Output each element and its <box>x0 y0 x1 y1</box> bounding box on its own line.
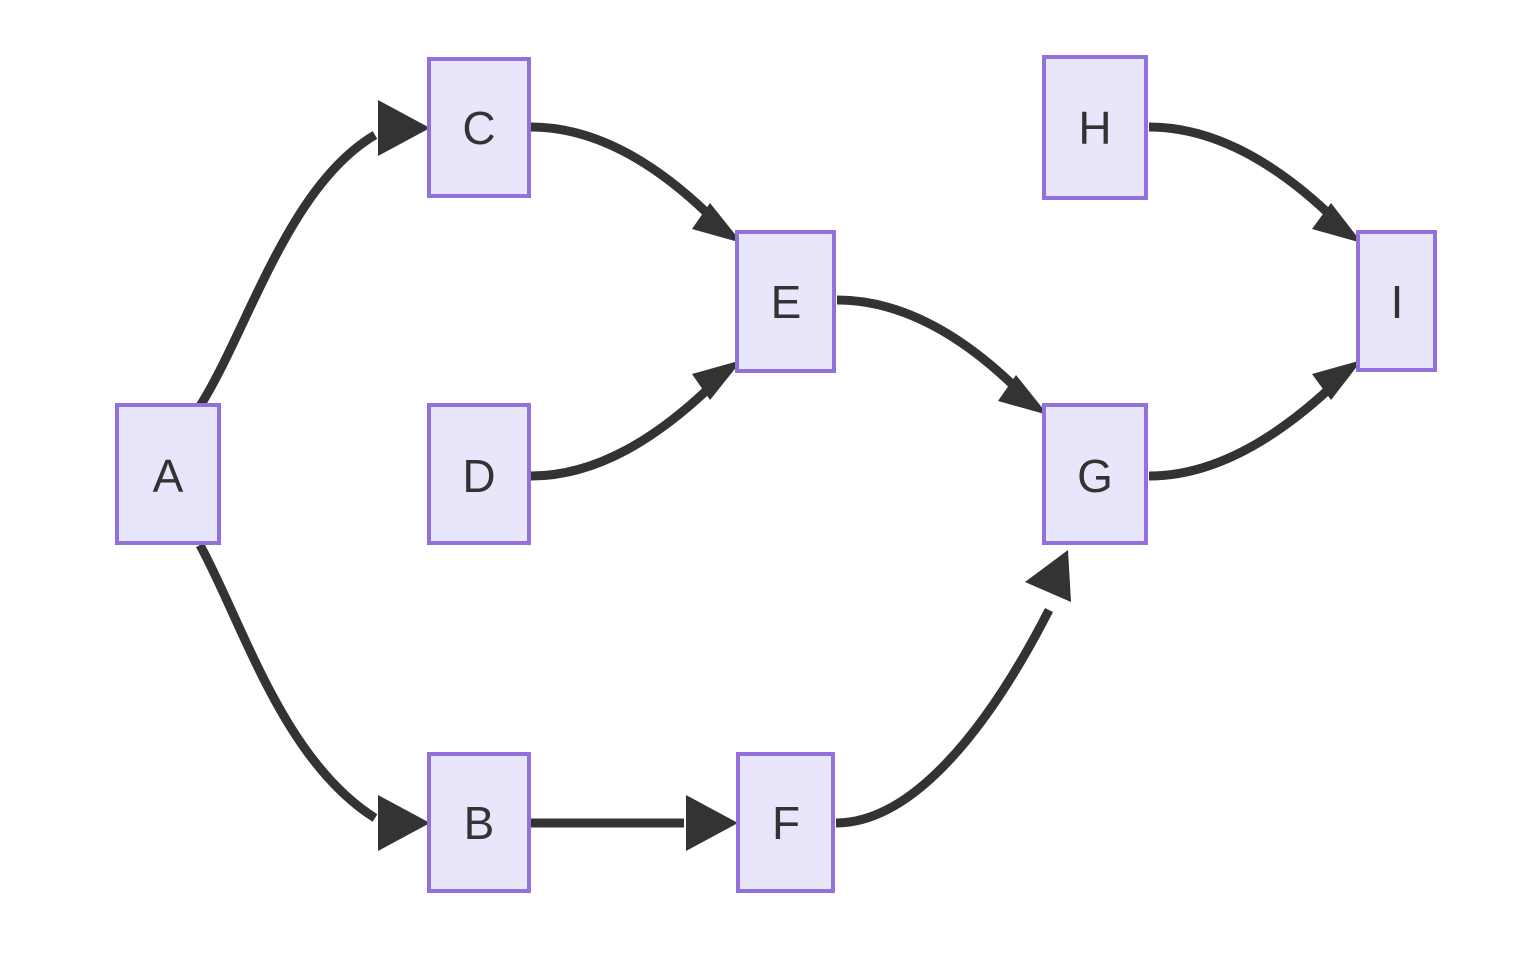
edge-f-to-g[interactable] <box>835 550 1071 828</box>
node-i[interactable]: I <box>1356 230 1437 372</box>
node-f[interactable]: F <box>736 752 835 893</box>
node-h[interactable]: H <box>1042 55 1148 200</box>
edge-a-to-c[interactable] <box>196 100 430 409</box>
edge-c-to-e-line <box>530 122 711 217</box>
edge-b-to-f-arrowhead <box>686 795 738 851</box>
edge-a-to-b-arrowhead <box>378 795 430 851</box>
edge-a-to-b[interactable] <box>196 542 430 851</box>
edge-a-to-b-line <box>196 542 378 822</box>
node-d-box <box>427 403 531 545</box>
edge-e-to-g[interactable] <box>836 295 1048 415</box>
node-h-box <box>1042 55 1148 200</box>
node-g[interactable]: G <box>1042 403 1148 545</box>
edges-layer <box>196 100 1362 851</box>
edge-e-to-g-arrowhead <box>998 375 1048 415</box>
node-c[interactable]: C <box>427 57 531 198</box>
edge-h-to-i-line <box>1148 122 1332 217</box>
edge-f-to-g-arrowhead <box>1025 550 1071 602</box>
edge-d-to-e-line <box>530 386 711 481</box>
edge-c-to-e-arrowhead <box>692 203 742 243</box>
edge-b-to-f[interactable] <box>531 795 738 851</box>
edge-a-to-c-arrowhead <box>378 100 430 156</box>
node-b-box <box>427 752 531 893</box>
edge-d-to-e[interactable] <box>530 360 742 481</box>
edge-c-to-e[interactable] <box>530 122 742 243</box>
node-e-box <box>735 230 836 373</box>
edge-h-to-i[interactable] <box>1148 122 1362 243</box>
edge-a-to-c-line <box>196 131 378 409</box>
node-f-box <box>736 752 835 893</box>
edge-f-to-g-line <box>835 607 1054 828</box>
node-b[interactable]: B <box>427 752 531 893</box>
edge-d-to-e-arrowhead <box>692 360 742 400</box>
node-c-box <box>427 57 531 198</box>
node-a-box <box>115 403 221 545</box>
edge-e-to-g-line <box>836 295 1017 389</box>
edge-g-to-i-line <box>1148 386 1332 481</box>
node-e[interactable]: E <box>735 230 836 373</box>
node-i-box <box>1356 230 1437 372</box>
edge-g-to-i-arrowhead <box>1312 360 1362 400</box>
node-d[interactable]: D <box>427 403 531 545</box>
edge-g-to-i[interactable] <box>1148 360 1362 481</box>
edge-h-to-i-arrowhead <box>1312 203 1362 243</box>
node-g-box <box>1042 403 1148 545</box>
node-a[interactable]: A <box>115 403 221 545</box>
